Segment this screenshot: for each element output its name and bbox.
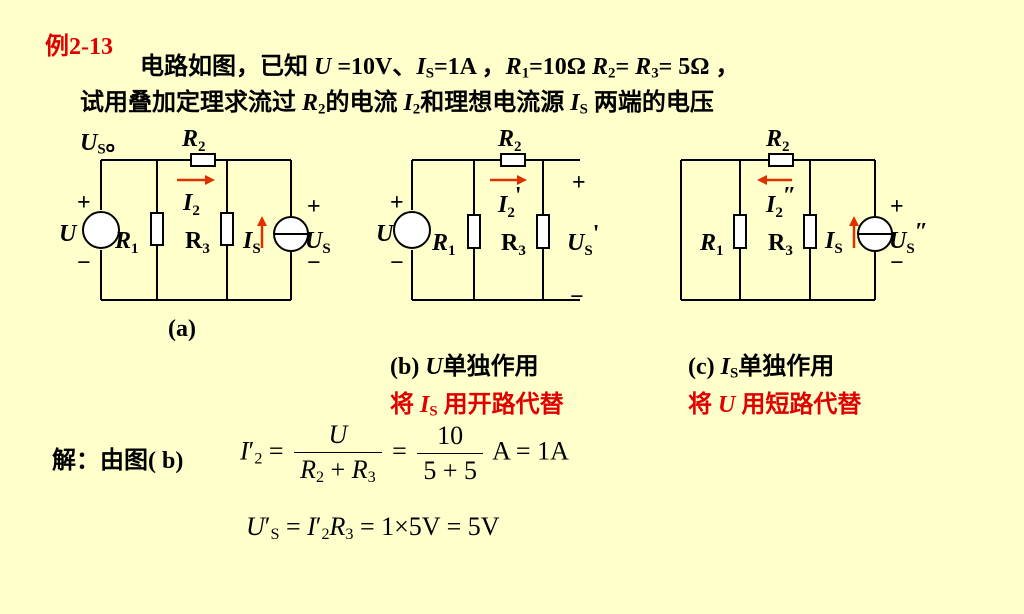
label-u: U: [376, 221, 395, 247]
label-r1: R1: [114, 228, 139, 257]
example-label: 例2-13: [45, 34, 113, 60]
caption-a: (a): [168, 316, 196, 342]
label-plus-right: +: [572, 170, 586, 196]
label-minus-left: −: [77, 250, 91, 276]
fraction-u-over-r2-r3: U R2 + R3: [294, 420, 382, 487]
label-r3: R3: [185, 228, 210, 257]
label-us-double-prime: US″: [889, 219, 928, 257]
problem-line-3: US。: [80, 130, 130, 158]
resistor-r2: [190, 153, 216, 167]
label-plus-left: +: [77, 190, 91, 216]
fraction-10-over-5-plus-5: 10 5 + 5: [417, 421, 484, 486]
resistor-r1: [150, 212, 164, 246]
label-minus-right: −: [890, 250, 904, 276]
circuit-c-diagram: R2 I2″ R1 R3 IS + − US″: [680, 126, 928, 301]
resistor-r2: [500, 153, 526, 167]
label-r2: R2: [765, 126, 790, 155]
resistor-r2: [768, 153, 794, 167]
label-plus-right: +: [307, 194, 321, 220]
note-c: 将 U 用短路代替: [688, 392, 862, 418]
label-i2: I2: [182, 190, 200, 219]
label-u: U: [59, 221, 78, 247]
solution-label: 解：由图( b): [52, 448, 184, 474]
note-b: 将 IS 用开路代替: [390, 392, 564, 420]
label-minus-left: −: [390, 250, 404, 276]
label-plus-right: +: [890, 194, 904, 220]
label-i2-double-prime: I2″: [765, 183, 796, 221]
label-minus-right: −: [307, 250, 321, 276]
label-r1: R1: [699, 230, 724, 259]
label-r2: R2: [497, 126, 522, 155]
problem-line-2: 试用叠加定理求流过 R2的电流 I2和理想电流源 IS 两端的电压: [80, 90, 714, 118]
voltage-source-u: [393, 211, 431, 249]
label-minus-right: −: [570, 284, 584, 310]
caption-b: (b) U单独作用: [390, 354, 539, 380]
label-is: IS: [824, 228, 843, 257]
equation-2: U′S = I′2R3 = 1×5V = 5V: [246, 512, 500, 544]
caption-c: (c) IS单独作用: [688, 354, 835, 382]
circuit-b-diagram: R2 I2' + − U R1 R3 + − US': [376, 126, 599, 310]
label-i2-prime: I2': [497, 183, 522, 221]
resistor-r3: [803, 214, 817, 249]
resistor-r1: [733, 214, 747, 249]
label-r2: R2: [181, 126, 206, 155]
label-r1: R1: [431, 230, 456, 259]
resistor-r3: [220, 212, 234, 246]
problem-line-1: 电路如图，已知 U =10V、IS=1A ，R1=10Ω R2= R3= 5Ω …: [140, 54, 740, 82]
equation-1: I′2 = U R2 + R3 = 10 5 + 5 A = 1A: [240, 420, 569, 487]
label-r3: R3: [768, 230, 793, 259]
label-us: US: [305, 228, 331, 257]
label-us-prime: US': [567, 221, 599, 259]
label-r3: R3: [501, 230, 526, 259]
resistor-r1: [467, 214, 481, 249]
circuit-a-diagram: R2 I2 + − U R1 R3 IS + − US: [59, 126, 331, 301]
voltage-source-u: [82, 211, 120, 249]
resistor-r3: [536, 214, 550, 249]
label-plus-left: +: [390, 190, 404, 216]
label-is: IS: [242, 228, 261, 257]
